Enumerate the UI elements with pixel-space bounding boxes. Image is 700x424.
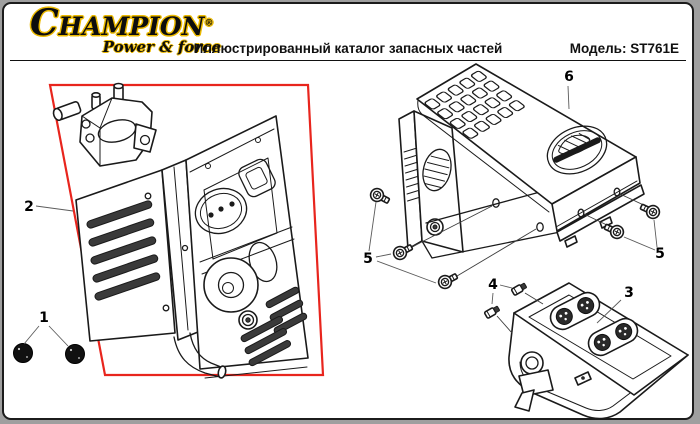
part-4-screws <box>483 281 544 334</box>
part-6-top-cover <box>416 63 645 248</box>
part-1-caps <box>13 343 85 364</box>
brand-name: CHAMPION® <box>30 8 225 42</box>
outlet-socket-pair-2 <box>587 317 639 357</box>
vent-slots-right <box>240 286 308 367</box>
outlet-socket-pair-1 <box>549 291 601 331</box>
callout-3: 3 <box>624 285 634 301</box>
frame-vent <box>422 148 452 192</box>
callout-5-left: 5 <box>363 251 373 267</box>
panel-grommet <box>238 310 258 330</box>
page-title: Иллюстрированный каталог запасных частей <box>193 41 503 56</box>
panel-fuel-pipe <box>173 332 227 379</box>
part-5-bolts-right <box>583 193 663 242</box>
part-5-bolts-left <box>367 185 537 292</box>
header-divider <box>10 60 686 61</box>
callout-6: 6 <box>564 69 574 85</box>
model-label: Модель: ST761E <box>569 41 679 56</box>
brand-logo: CHAMPION® Power & force <box>30 8 225 56</box>
panel-choke-knob <box>203 257 259 313</box>
callout-5-right: 5 <box>655 246 665 262</box>
frame-bracket <box>398 110 561 259</box>
part-2-control-panel <box>75 115 309 379</box>
panel-square-hole <box>238 158 276 198</box>
panel-switch-plate <box>194 187 248 235</box>
callout-2: 2 <box>24 199 34 215</box>
part-3-outlet-panel <box>508 282 689 420</box>
cover-louver-grid <box>424 70 525 139</box>
no-touch-emblem-icon <box>546 125 608 175</box>
callout-1: 1 <box>39 310 49 326</box>
vent-slots-left <box>86 200 161 301</box>
part-2-bracket <box>52 82 157 167</box>
registered-mark: ® <box>204 18 214 29</box>
leader-lines <box>23 85 658 347</box>
brand-tagline: Power & force <box>102 38 221 56</box>
callout-4: 4 <box>488 277 498 293</box>
